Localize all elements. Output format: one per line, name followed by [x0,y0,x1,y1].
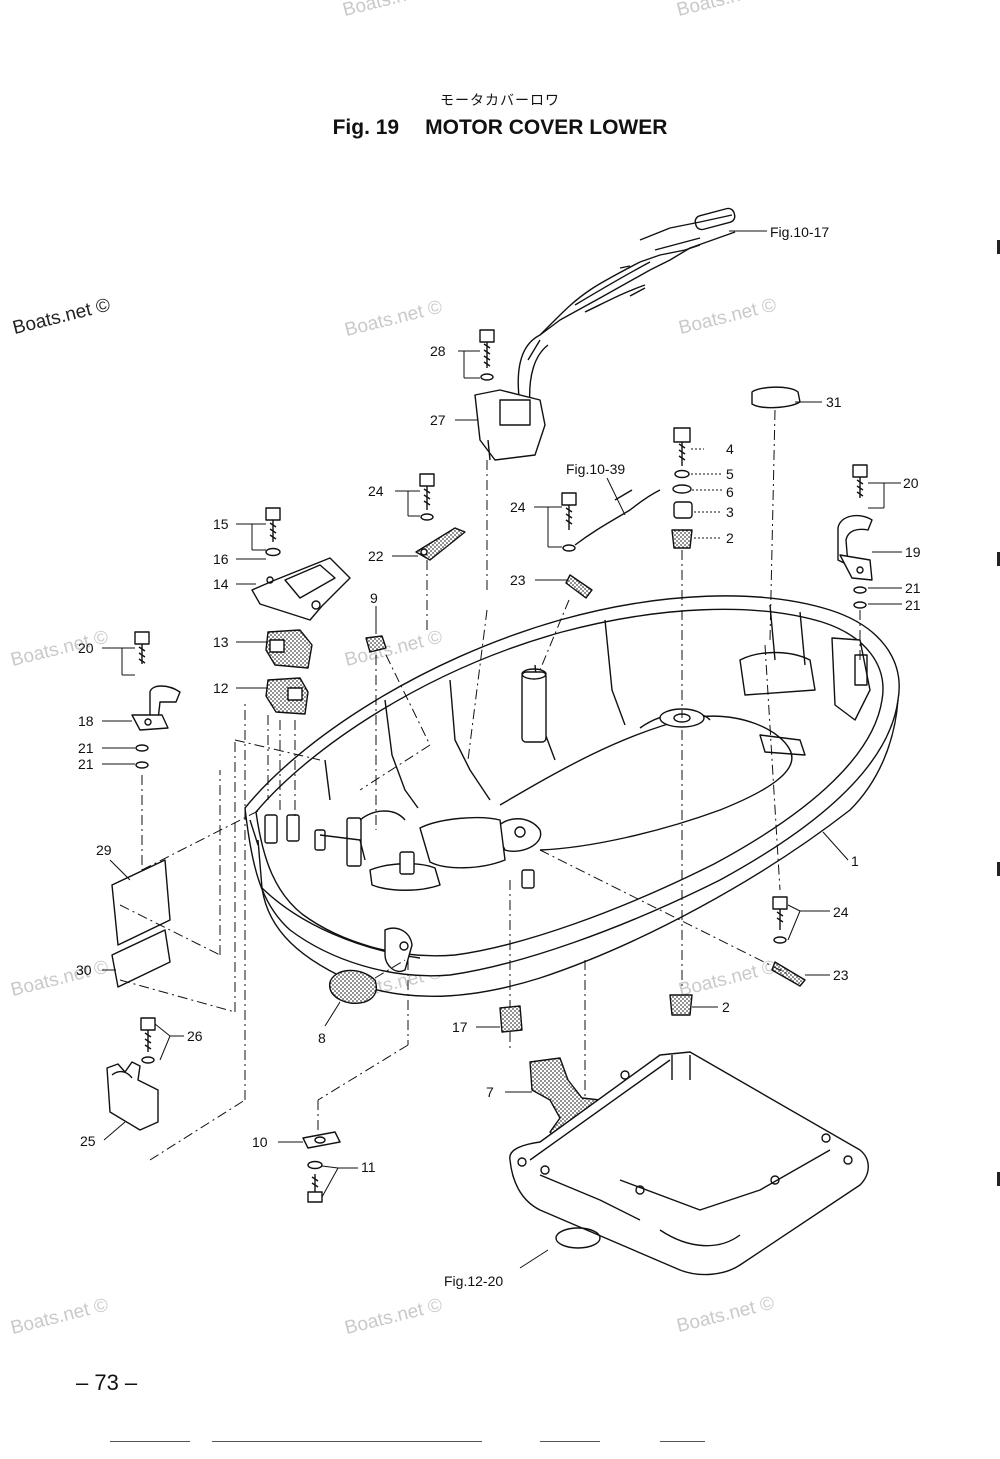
callout-12: 12 [213,680,229,696]
callout-14: 14 [213,576,229,592]
callout-23: 23 [833,967,849,983]
fig-ref-12-20: Fig.12-20 [444,1273,503,1289]
part-29-plate [111,859,171,946]
callout-18: 18 [78,713,94,729]
part-10-plate-and-11-bolt [302,1131,341,1203]
callout-11: 11 [361,1159,376,1175]
scan-rule [660,1441,705,1442]
part-27-connector-bracket [474,329,546,461]
parts-12-13-rubber-mounts [265,629,313,715]
fig-ref-10-17: Fig.10-17 [770,224,829,240]
callout-3: 3 [726,504,734,520]
callout-29: 29 [96,842,112,858]
callout-1: 1 [851,853,859,869]
figure-name: MOTOR COVER LOWER [425,116,668,139]
page-number: – 73 – [76,1370,138,1395]
wire-harness [517,207,736,406]
page-edge-mark [997,1172,1000,1186]
motor-cover-lower-shell [244,595,900,998]
callout-15: 15 [213,516,229,532]
part-19-bracket-right [837,464,873,609]
parts-2-to-6-stack [671,427,693,549]
part-30-plate [111,929,171,988]
callout-7: 7 [486,1084,494,1100]
callout-17: 17 [452,1019,468,1035]
part-31-label-plate [751,386,801,409]
scan-rule [110,1441,190,1442]
japanese-title: モータカバーロワ [440,93,560,109]
callout-24: 24 [368,483,384,499]
callout-9: 9 [370,590,378,606]
scan-rule [212,1441,482,1442]
figure-title: Fig. 19 MOTOR COVER LOWER [0,116,1000,140]
callout-25: 25 [80,1133,96,1149]
callout-2: 2 [726,530,734,546]
callout-21: 21 [78,740,94,756]
callout-26: 26 [187,1028,203,1044]
figure-number: Fig. 19 [332,116,400,139]
assembly-lines [119,409,861,1161]
part-17-grommet [499,1005,523,1033]
callout-22: 22 [368,548,384,564]
callout-21: 21 [905,597,921,613]
callout-4: 4 [726,441,734,457]
fig-ref-10-39: Fig.10-39 [566,461,625,477]
part-8-grommet [328,969,377,1004]
callout-5: 5 [726,466,734,482]
oil-pan-reference [509,1051,869,1276]
page-edge-mark [997,240,1000,254]
callout-24: 24 [833,904,849,920]
leader-lines [102,230,902,1269]
callout-24: 24 [510,499,526,515]
page-edge-mark [997,552,1000,566]
callout-13: 13 [213,634,229,650]
callout-10: 10 [252,1134,268,1150]
part-9-grommet [365,635,387,653]
part-2-grommet-lower [669,994,693,1016]
callout-2: 2 [722,999,730,1015]
callout-21: 21 [905,580,921,596]
callout-19: 19 [905,544,921,560]
parts-22-24-straps [415,473,806,987]
callout-23: 23 [510,572,526,588]
callout-labels: Fig.10-17 Fig.10-39 Fig.12-20 1 2 2 3 4 … [76,224,921,1289]
callout-28: 28 [430,343,446,359]
callout-30: 30 [76,962,92,978]
callout-21: 21 [78,756,94,772]
part-25-clip [106,1017,159,1131]
callout-31: 31 [826,394,842,410]
callout-27: 27 [430,412,446,428]
page-edge-mark [997,862,1000,876]
callout-8: 8 [318,1030,326,1046]
scan-rule [540,1441,600,1442]
callout-6: 6 [726,484,734,500]
part-18-bracket-left [131,631,181,769]
part-14-bracket-left [251,507,351,621]
callout-20: 20 [78,640,94,656]
callout-16: 16 [213,551,229,567]
callout-20: 20 [903,475,919,491]
